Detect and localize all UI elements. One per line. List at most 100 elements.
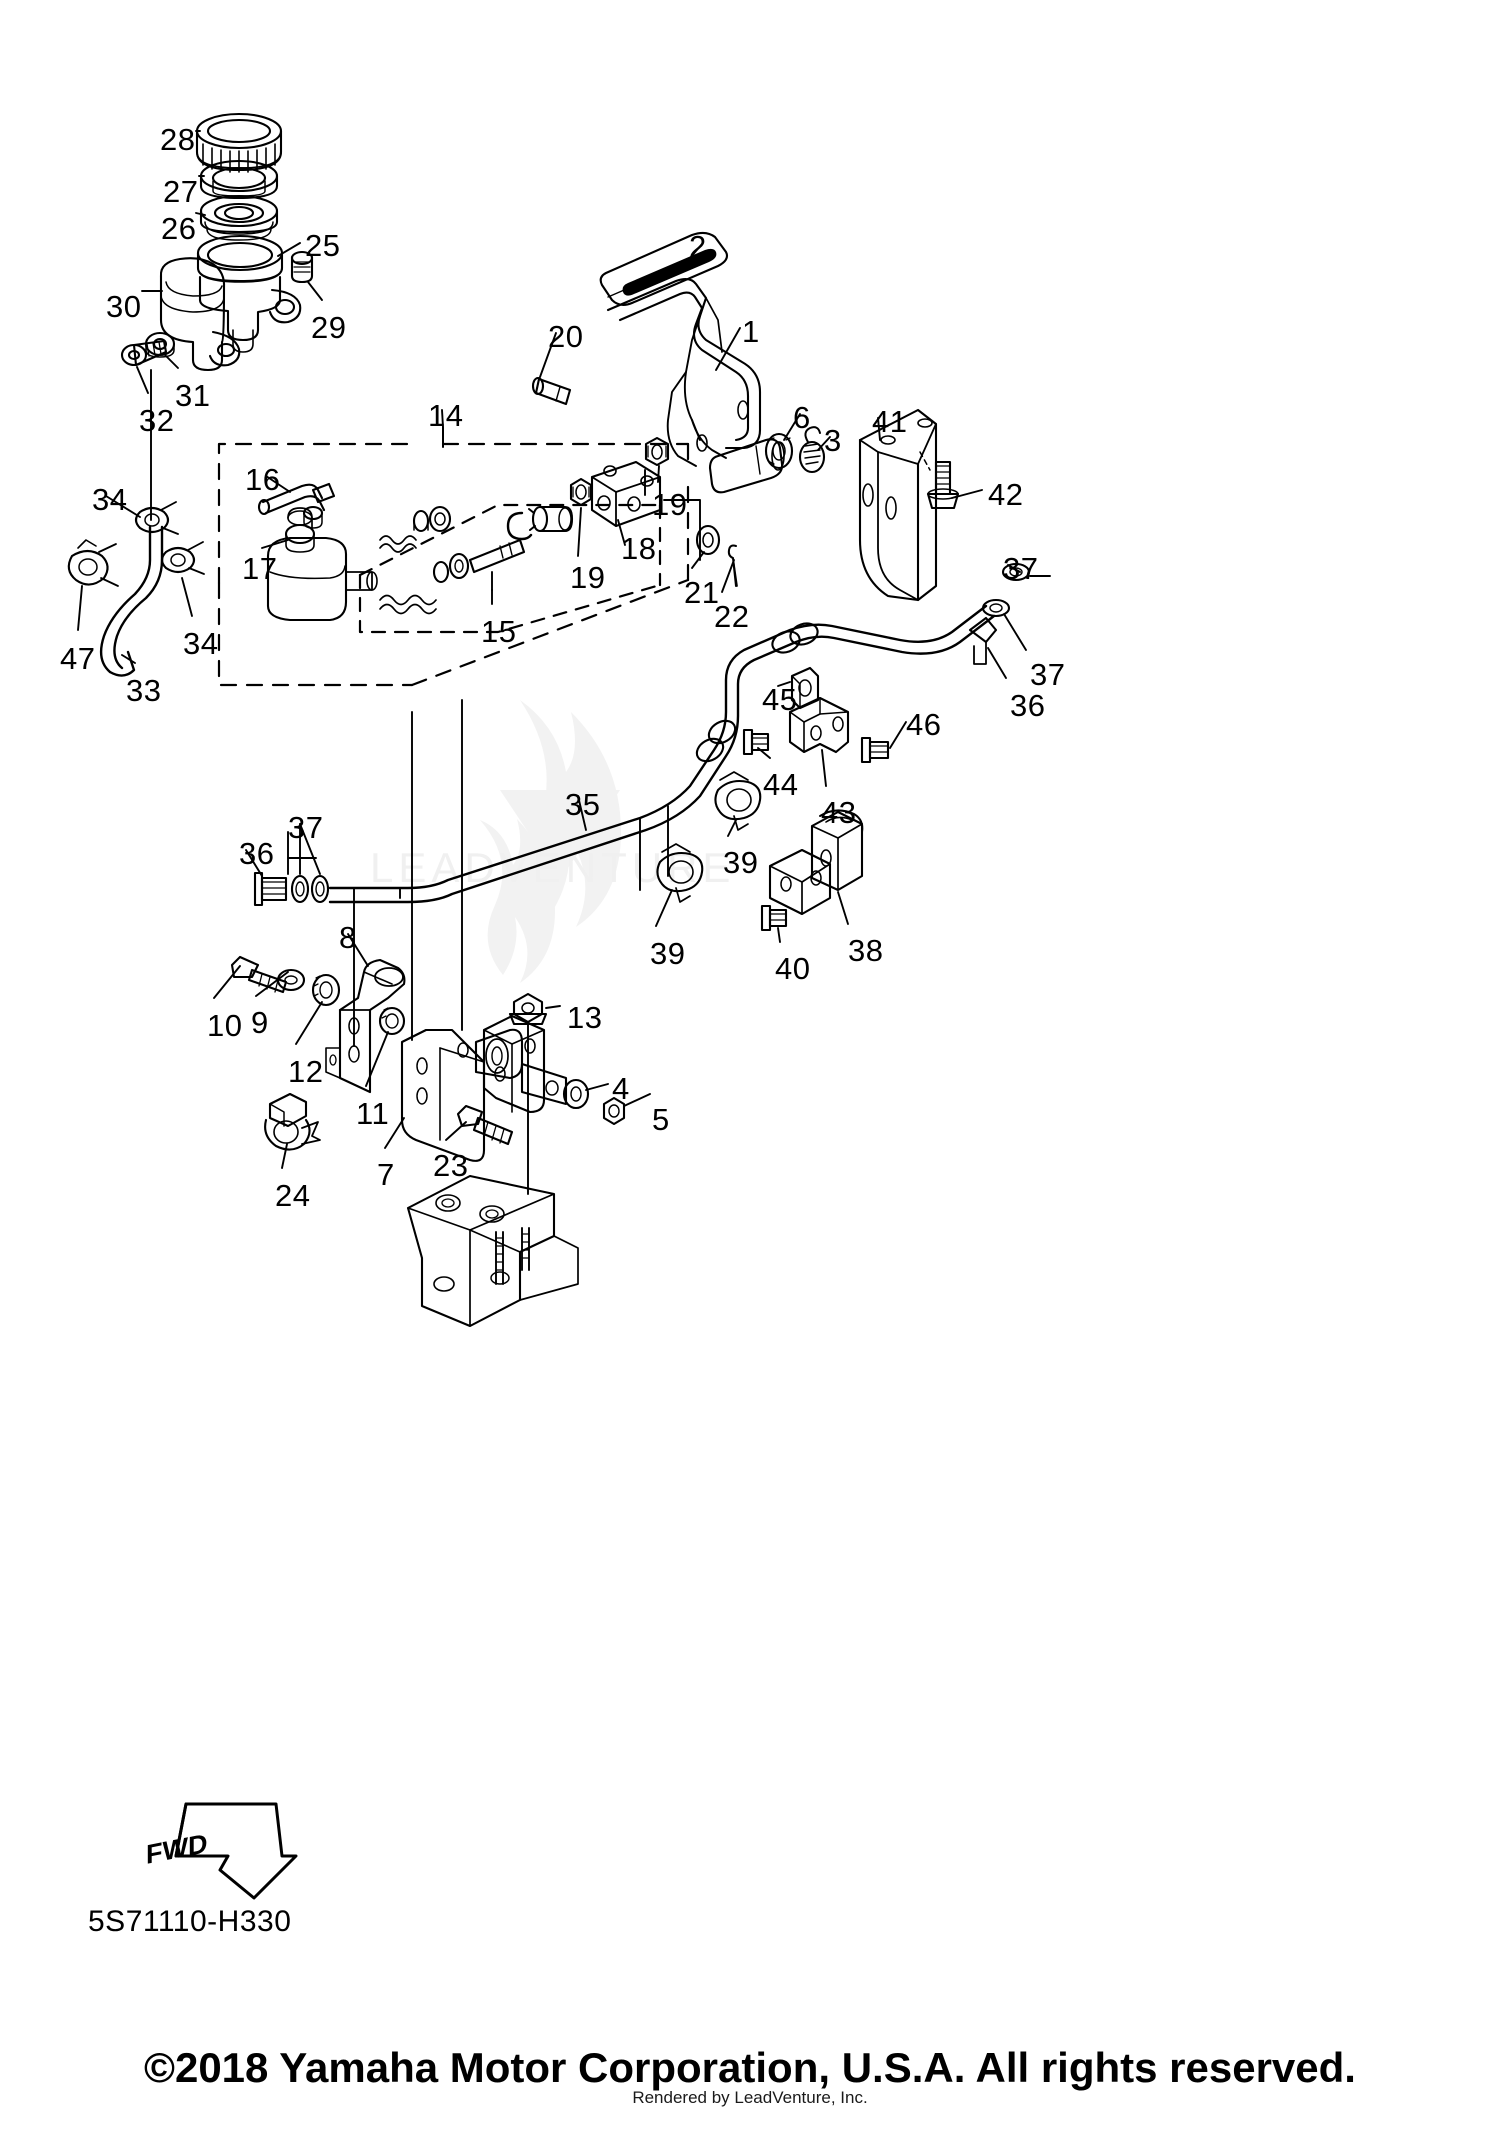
callout-support-bracket: 41 bbox=[872, 404, 908, 439]
part-26-diaphragm bbox=[199, 194, 279, 241]
part-40-bolt bbox=[760, 904, 788, 932]
callout-brake-pipe: 35 bbox=[565, 787, 601, 822]
callout-washer: 31 bbox=[175, 378, 211, 413]
callout-lock-nut: 19 bbox=[652, 487, 688, 522]
callout-reservoir-cap: 28 bbox=[160, 122, 196, 157]
part-14-assembly-boundary bbox=[217, 442, 690, 687]
part-17-master-cylinder-body bbox=[266, 507, 378, 622]
part-21-plain-washer bbox=[695, 524, 721, 556]
part-15-kit-contents bbox=[379, 505, 574, 615]
callout-joint-fitting: 17 bbox=[242, 551, 278, 586]
callout-bolt: 32 bbox=[139, 403, 175, 438]
part-4-washer bbox=[562, 1078, 590, 1110]
part-47-hose-clamp bbox=[67, 539, 119, 587]
leader-lines bbox=[77, 130, 1027, 1169]
callout-reservoir-cover: 30 bbox=[106, 289, 142, 324]
callout-copper-washer: 37 bbox=[288, 810, 324, 845]
pipe-unions bbox=[695, 622, 819, 763]
callout-brake-pedal-arm: 1 bbox=[742, 314, 760, 349]
part-39-pipe-clamp-b bbox=[714, 771, 762, 831]
part-19-lock-nut-left bbox=[569, 477, 593, 507]
callout-pedal-bracket: 7 bbox=[377, 1157, 395, 1192]
rendered-by-notice: Rendered by LeadVenture, Inc. bbox=[632, 2088, 868, 2107]
callout-diaphragm: 26 bbox=[161, 211, 197, 246]
part-16-union-pipe bbox=[257, 482, 336, 529]
callout-hose-clamp: 47 bbox=[60, 641, 96, 676]
callout-bolt: 44 bbox=[763, 767, 799, 802]
part-38-hose-holder bbox=[768, 809, 864, 916]
part-8-stay-bracket bbox=[325, 958, 406, 1094]
callout-master-cylinder-assembly: 14 bbox=[428, 398, 464, 433]
callout-bolt: 46 bbox=[906, 707, 942, 742]
part-36-37-left-union bbox=[253, 871, 330, 907]
callout-washer: 4 bbox=[612, 1071, 630, 1106]
part-6-plain-washer bbox=[764, 432, 794, 470]
part-28-reservoir-cap bbox=[195, 112, 283, 173]
copyright-notice: ©2018 Yamaha Motor Corporation, U.S.A. A… bbox=[144, 2044, 1356, 2091]
callout-hose-clamp: 24 bbox=[275, 1178, 311, 1213]
fwd-arrow-icon bbox=[174, 1802, 298, 1900]
callout-hose-holder: 38 bbox=[848, 933, 884, 968]
part-39-pipe-clamp-a bbox=[656, 843, 704, 903]
part-33-brake-hose bbox=[99, 525, 164, 677]
callout-hose-clamp: 34 bbox=[92, 482, 128, 517]
part-35-brake-pipe bbox=[328, 604, 996, 904]
part-32-bolt bbox=[120, 339, 168, 367]
part-5-nut bbox=[602, 1096, 626, 1126]
callout-clevis-yoke: 18 bbox=[621, 531, 657, 566]
callout-union-bolt-pipe: 16 bbox=[245, 462, 281, 497]
part-30-reservoir-cover bbox=[159, 257, 241, 372]
part-12-collar bbox=[311, 973, 341, 1007]
part-22-cotter-pin bbox=[727, 544, 738, 587]
callout-bolt: 10 bbox=[207, 1008, 243, 1043]
callout-bolt: 40 bbox=[775, 951, 811, 986]
callout-copper-washer: 37 bbox=[1030, 657, 1066, 692]
part-44-bolt bbox=[742, 728, 770, 756]
callout-plain-washer: 6 bbox=[793, 400, 811, 435]
part-15-kit-boundary bbox=[358, 503, 662, 634]
part-36-37-right-union bbox=[968, 562, 1031, 665]
part-2-pedal-pad bbox=[599, 231, 729, 306]
callout-cotter-pin: 22 bbox=[714, 599, 750, 634]
part-42-flange-bolt bbox=[926, 460, 960, 510]
diagram-part-number: 5S71110-H330 bbox=[88, 1905, 292, 1938]
part-34-hose-clamp-lower bbox=[160, 541, 205, 575]
callout-spring-clip: 3 bbox=[824, 423, 842, 458]
callout-diaphragm-plate: 27 bbox=[163, 174, 199, 209]
svg-text:LEADVENTURE: LEADVENTURE bbox=[370, 844, 735, 891]
leadventure-watermark: LEADVENTURE bbox=[370, 700, 735, 983]
callout-master-cylinder-kit: 15 bbox=[481, 614, 517, 649]
callout-copper-washer: 37 bbox=[1003, 551, 1039, 586]
callout-stay-bracket: 8 bbox=[339, 920, 357, 955]
callout-collar: 11 bbox=[356, 1096, 390, 1131]
part-29-screw bbox=[290, 250, 314, 284]
callout-union-bolt: 36 bbox=[239, 836, 275, 871]
callout-union-bolt: 36 bbox=[1010, 688, 1046, 723]
callout-plain-washer: 21 bbox=[684, 575, 720, 610]
callout-reservoir-tank: 25 bbox=[305, 228, 341, 263]
callout-clamp-bracket: 43 bbox=[821, 795, 857, 830]
part-19-lock-nut-right bbox=[644, 436, 670, 467]
part-41-support-bracket bbox=[858, 408, 938, 602]
part-18-clevis-yoke bbox=[590, 460, 662, 528]
callout-lock-nut: 19 bbox=[570, 560, 606, 595]
callout-screw: 29 bbox=[311, 310, 347, 345]
callout-pipe-clamp: 45 bbox=[762, 682, 798, 717]
callout-collar: 12 bbox=[288, 1054, 324, 1089]
part-7-pedal-bracket bbox=[400, 1014, 568, 1162]
callout-brake-hose: 33 bbox=[126, 673, 162, 708]
callout-nut: 5 bbox=[652, 1102, 670, 1137]
part-11-collar bbox=[378, 1006, 406, 1036]
callout-pivot-pin: 20 bbox=[548, 319, 584, 354]
callout-pipe-clamp: 39 bbox=[723, 845, 759, 880]
part-10-bolt bbox=[230, 955, 288, 994]
part-43-clamp-bracket bbox=[788, 696, 850, 754]
callout-washer: 9 bbox=[251, 1005, 269, 1040]
callout-pipe-clamp: 39 bbox=[650, 936, 686, 971]
part-13-flange-nut bbox=[508, 992, 548, 1026]
callout-flange-nut: 13 bbox=[567, 1000, 603, 1035]
part-1-pedal-arm bbox=[606, 278, 785, 494]
part-20-pivot-pin bbox=[531, 376, 572, 406]
callout-flange-bolt: 23 bbox=[433, 1148, 469, 1183]
